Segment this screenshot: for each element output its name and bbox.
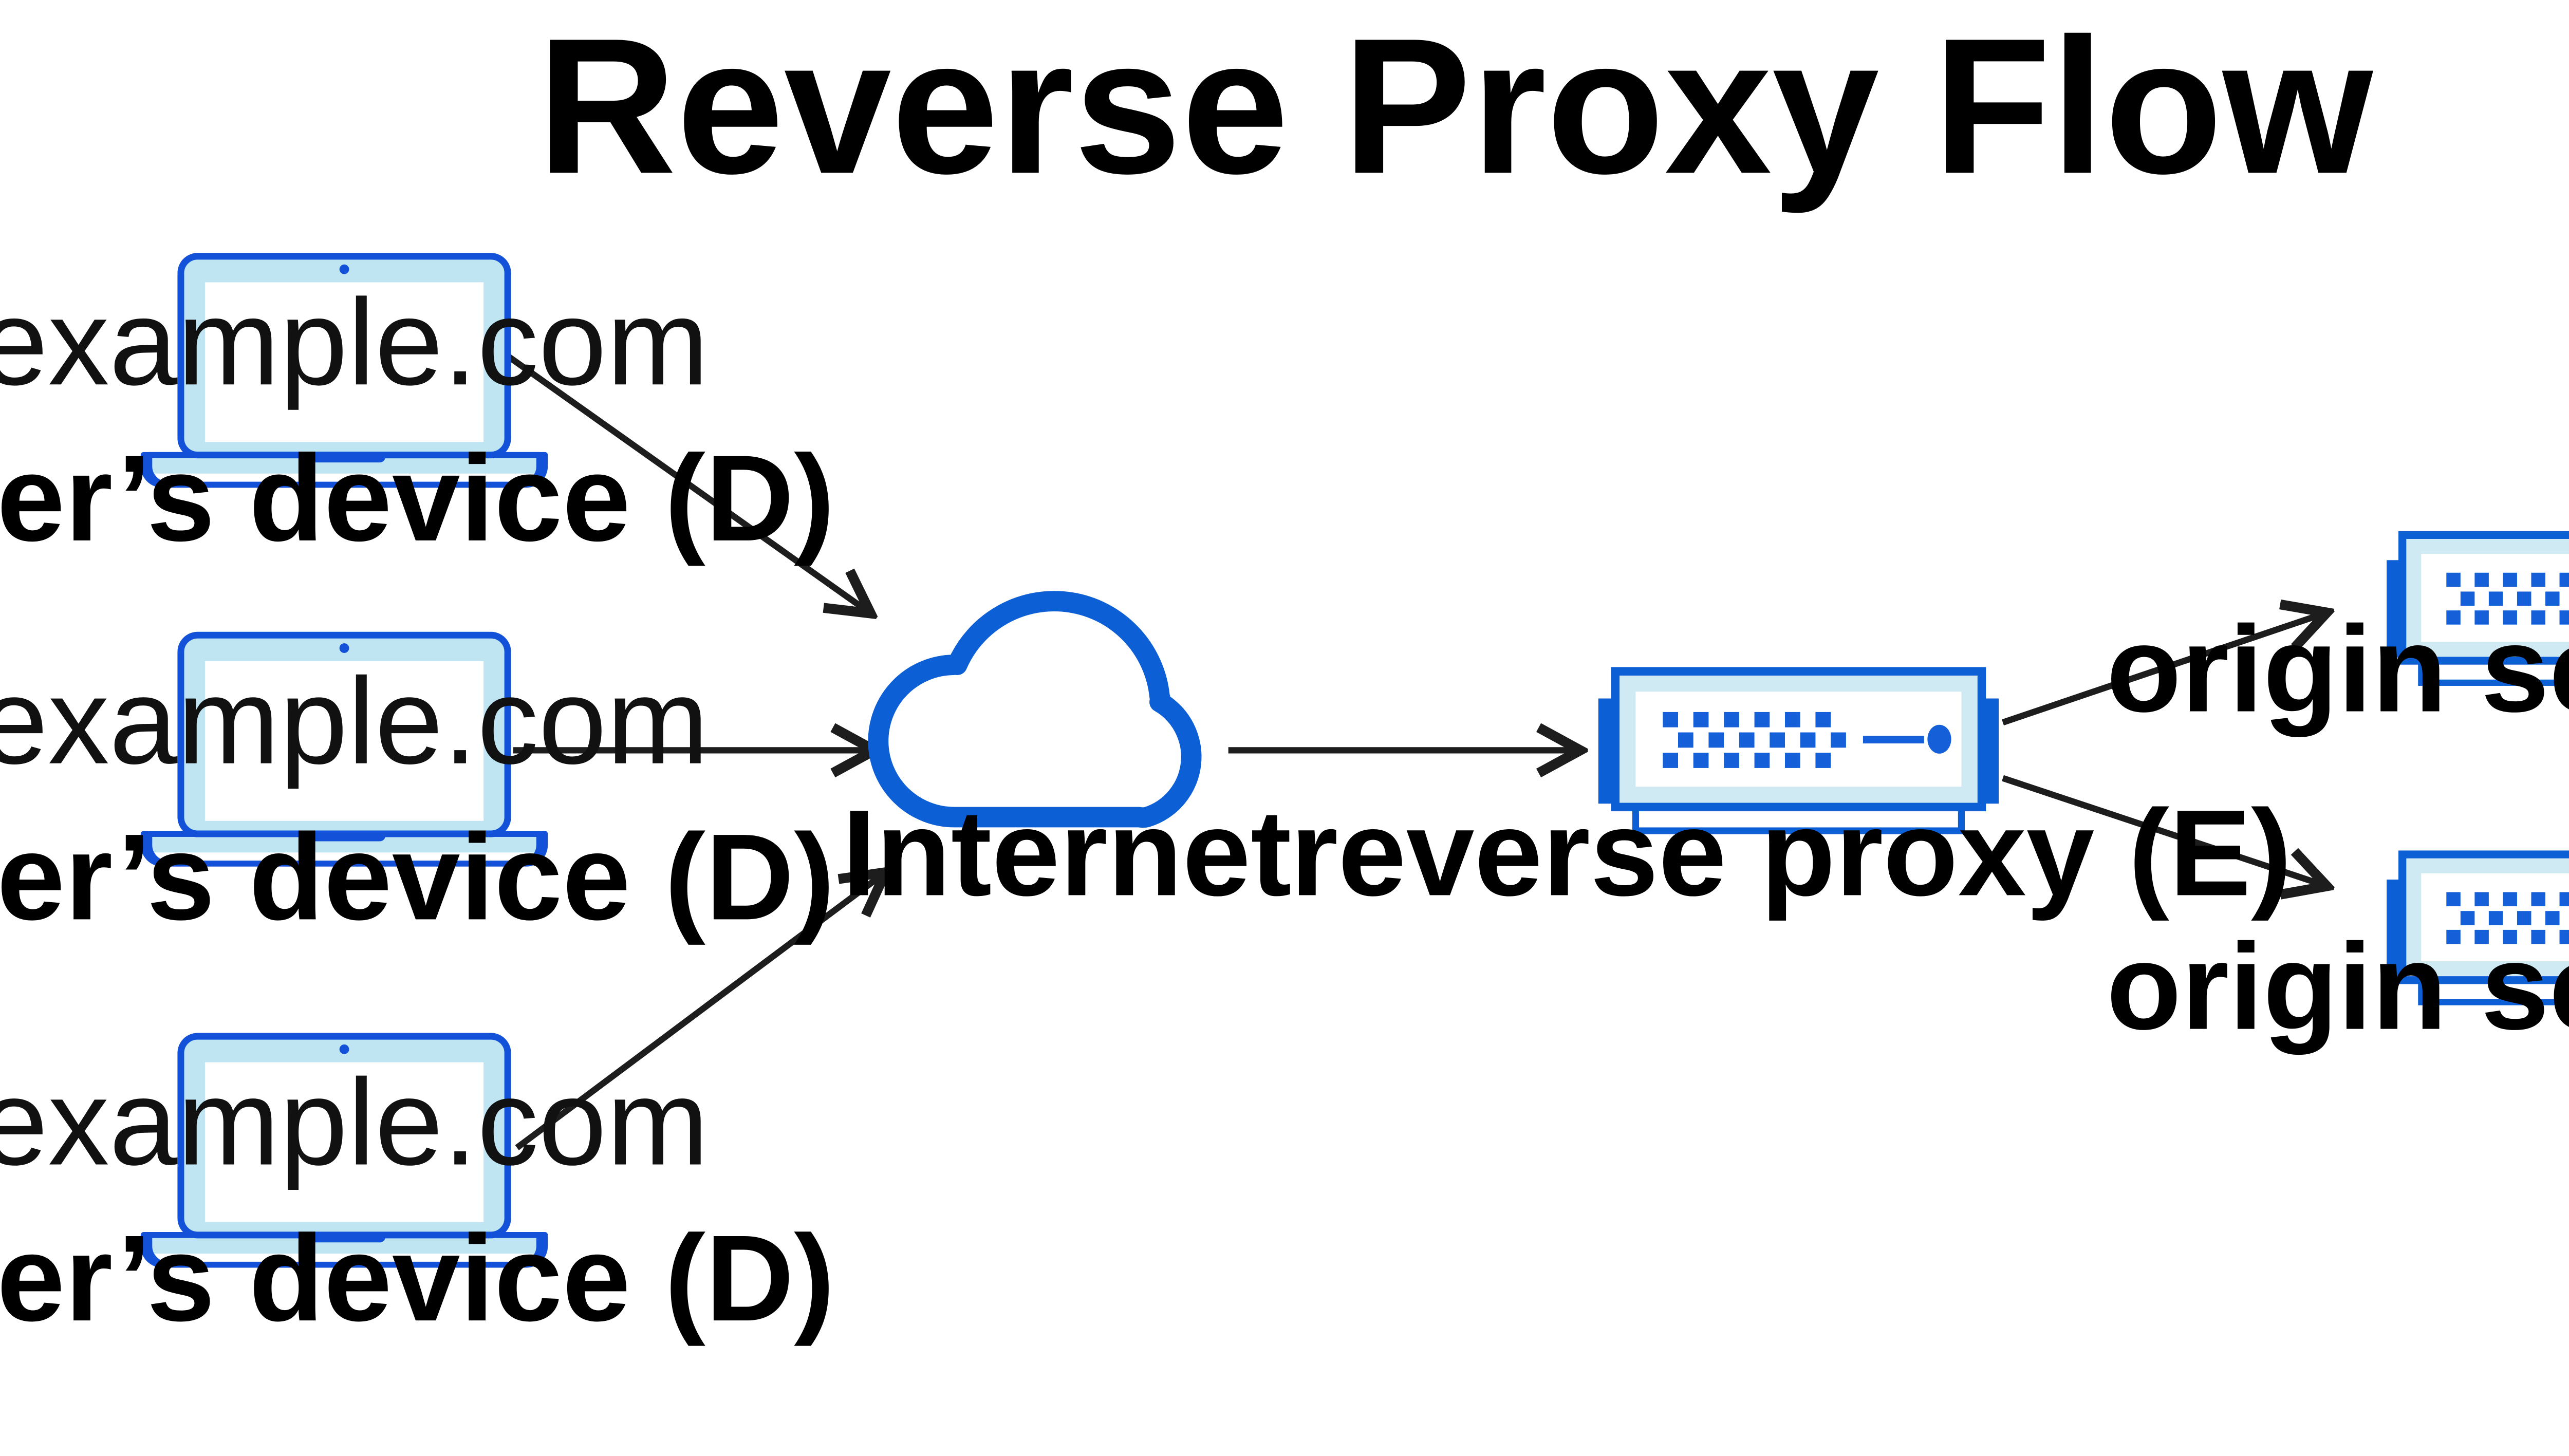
edge-client-top-to-internet: [504, 352, 870, 612]
edge-client-bottom-to-internet: [515, 873, 885, 1150]
node-internet[interactable]: Internet: [842, 591, 1292, 921]
edge-proxy-to-origin-top: [2002, 613, 2326, 725]
client-label: user’s device (D): [0, 1209, 835, 1347]
client-label: user’s device (D): [0, 808, 835, 945]
origin-server-label: origin server (F): [2107, 600, 2569, 737]
cloud-icon: [868, 591, 1202, 828]
node-client-middle[interactable]: example.com user’s device (D): [0, 635, 835, 945]
node-origin-top[interactable]: origin server (F): [2107, 535, 2569, 737]
client-screen-text: example.com: [0, 652, 709, 790]
origin-server-label: origin server (F): [2107, 918, 2569, 1055]
edge-proxy-to-origin-bottom: [2002, 775, 2326, 886]
node-client-top[interactable]: example.com user’s device (D): [0, 256, 835, 567]
connector-group: [504, 352, 2326, 1150]
client-screen-text: example.com: [0, 273, 709, 410]
node-origin-bottom[interactable]: origin server (F): [2107, 854, 2569, 1055]
page-title: Reverse Proxy Flow: [537, 0, 2373, 215]
internet-label: Internet: [842, 784, 1292, 921]
node-reverse-proxy[interactable]: reverse proxy (E): [1290, 671, 2292, 922]
client-screen-text: example.com: [0, 1053, 709, 1190]
reverse-proxy-label: reverse proxy (E): [1290, 784, 2292, 921]
client-label: user’s device (D): [0, 430, 835, 567]
node-client-bottom[interactable]: example.com user’s device (D): [0, 1036, 835, 1347]
